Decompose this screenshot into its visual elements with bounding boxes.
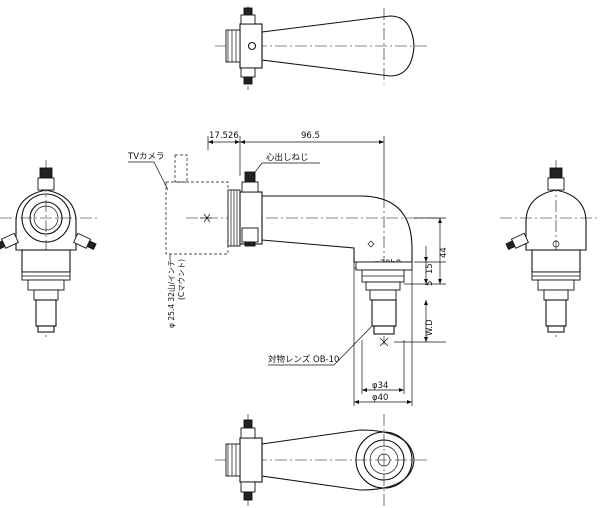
tv-camera-label: TVカメラ (127, 152, 165, 162)
right-side-view (500, 160, 600, 340)
dim-96-5: 96.5 (301, 131, 320, 141)
dim-wd: W.D (425, 319, 435, 336)
dim-5: 5 (425, 281, 435, 286)
centering-screw-label: 心出しねじ (266, 152, 309, 163)
dim-34: φ34 (372, 381, 388, 391)
bottom-view (215, 414, 430, 506)
left-side-view (0, 160, 100, 340)
dim-15: 15 (425, 263, 435, 274)
dim-17-526: 17.526 (209, 131, 239, 141)
top-view (215, 6, 430, 90)
dim-40: φ40 (372, 393, 388, 403)
dim-44: 44 (439, 247, 449, 258)
mount-thread-label: φ 25.4 32山/インチ (166, 260, 176, 329)
mount-type-label: (Cマウント) (177, 259, 186, 300)
front-view: 17.526 96.5 TVカメラ 心出しねじ (127, 131, 449, 406)
objective-lens-label: 対物レンズ OB-10 (268, 354, 339, 365)
